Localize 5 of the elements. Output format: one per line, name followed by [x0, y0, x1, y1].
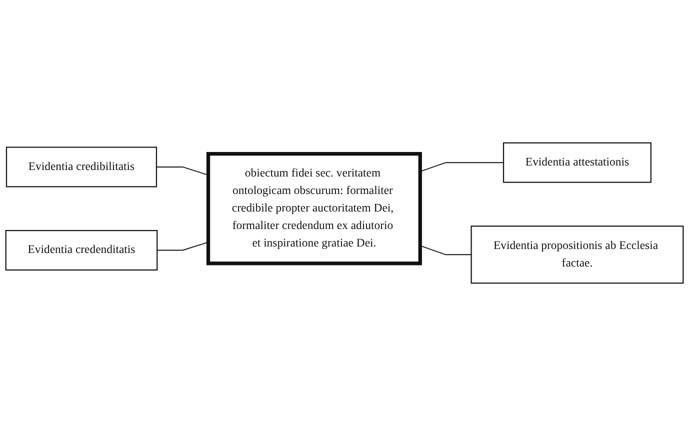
node-box: Evidentia attestationis: [502, 142, 652, 183]
node-box: Evidentia credenditatis: [5, 230, 158, 271]
node-box: obiectum fidei sec. veritatem ontologicam obscurum: formaliter credibile propter auctoritatem Dei, formaliter credendum ex adiutorio et inspiratione gratiae Dei.: [206, 152, 422, 266]
node-box: Evidentia credibilitatis: [6, 146, 158, 188]
node-box: Evidentia propositionis ab Ecclesia factae.: [470, 226, 684, 284]
